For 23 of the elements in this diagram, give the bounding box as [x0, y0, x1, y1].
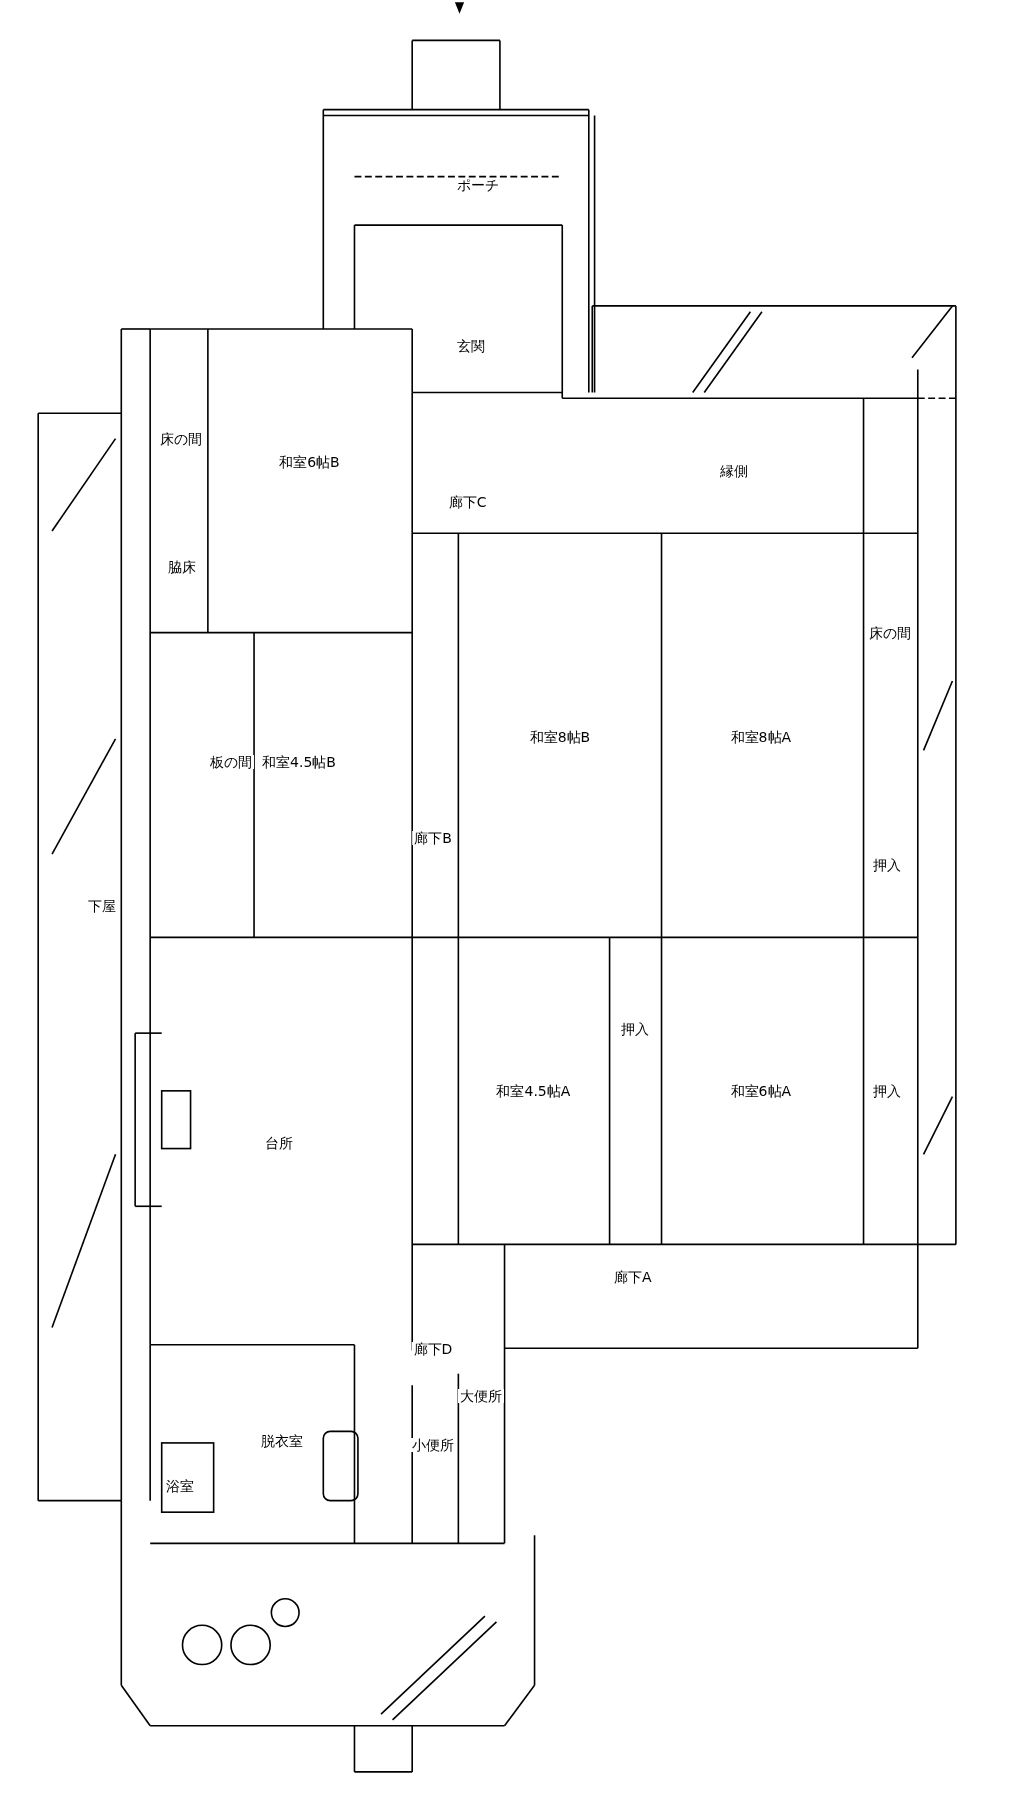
room-label: 浴室 — [164, 1478, 197, 1493]
room-label: 和室6帖A — [728, 1084, 794, 1099]
room-label: ポーチ — [454, 177, 501, 192]
room-label: 和室4.5帖A — [494, 1084, 573, 1099]
room-label: 板の間 — [207, 755, 254, 769]
room-label: 和室8帖B — [527, 729, 593, 744]
room-label: 脇床 — [166, 559, 199, 574]
room-label: 台所 — [263, 1136, 296, 1150]
room-label: 押入 — [870, 857, 903, 872]
room-label: 脱衣室 — [258, 1433, 305, 1448]
room-label: 下屋 — [85, 899, 118, 914]
room-label: 押入 — [619, 1021, 651, 1036]
room-label: 和室6帖B — [277, 454, 342, 469]
room-label: 玄関 — [455, 339, 488, 354]
room-label: 廊下B — [412, 831, 454, 846]
room-label: 押入 — [870, 1084, 903, 1099]
room-label: 和室4.5帖B — [260, 755, 338, 769]
room-label: 大便所 — [458, 1388, 505, 1403]
room-label: 廊下A — [611, 1269, 654, 1284]
room-label: 廊下C — [446, 495, 489, 510]
room-label: 廊下D — [411, 1341, 455, 1356]
room-label: 和室8帖A — [728, 729, 794, 744]
room-label: 小便所 — [409, 1438, 456, 1453]
